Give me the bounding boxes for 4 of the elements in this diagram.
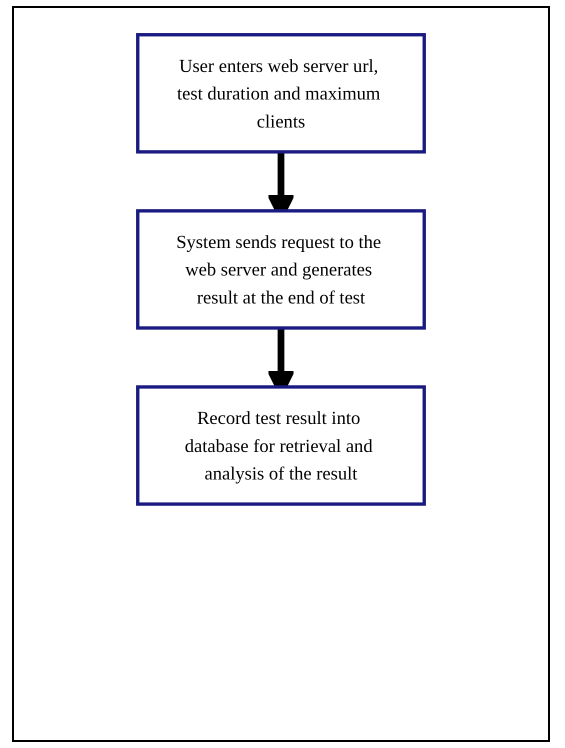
flowchart: User enters web server url, test duration and maximum clients System sends request to the web server and generates result at the end of test Record test result into database for retrieval and analysis of the result bbox=[131, 28, 431, 511]
node-box bbox=[136, 33, 426, 154]
node-box bbox=[136, 209, 426, 330]
node-box bbox=[136, 385, 426, 506]
